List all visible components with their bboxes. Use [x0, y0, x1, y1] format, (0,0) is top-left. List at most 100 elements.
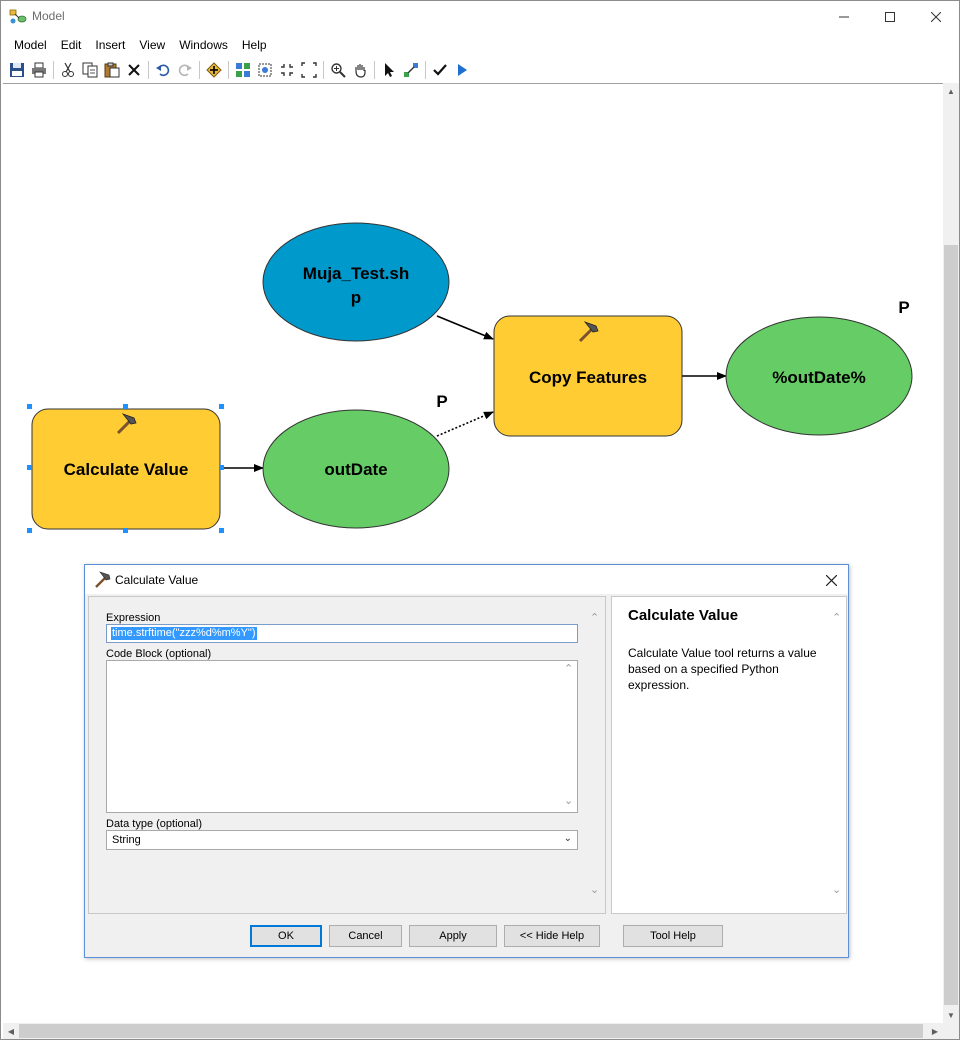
dialog-title-bar: Calculate Value: [85, 565, 848, 594]
scroll-down-icon[interactable]: ⌄: [832, 884, 842, 896]
paste-button[interactable]: [101, 59, 123, 81]
scroll-right-icon[interactable]: ▶: [931, 1026, 939, 1036]
model-diagram: Muja_Test.sh p Copy Features %outDate% P: [27, 222, 913, 533]
select-icon: [385, 63, 394, 77]
dialog-close-button[interactable]: [821, 570, 841, 590]
code-block-scrollbar[interactable]: ⌃ ⌄: [561, 661, 577, 812]
print-button[interactable]: [28, 59, 50, 81]
pan-icon: [355, 64, 366, 78]
menu-windows[interactable]: Windows: [179, 38, 228, 52]
menu-insert[interactable]: Insert: [95, 38, 126, 52]
data-type-label: Data type (optional): [106, 818, 202, 830]
run-icon: [458, 64, 467, 76]
out-date-label: outDate: [324, 460, 387, 479]
validate-button[interactable]: [429, 59, 451, 81]
menu-help[interactable]: Help: [241, 38, 267, 52]
scrollbar-corner: [943, 1023, 959, 1039]
parameter-marker: P: [436, 392, 447, 411]
scroll-down-icon[interactable]: ⌄: [564, 795, 574, 807]
full-extent-button[interactable]: [254, 59, 276, 81]
scroll-down-icon[interactable]: ▼: [947, 1010, 955, 1020]
copy-icon: [82, 62, 98, 78]
out-date-output-label: %outDate%: [772, 368, 866, 387]
maximize-icon: [885, 11, 895, 22]
cancel-button[interactable]: Cancel: [329, 925, 402, 947]
scroll-up-icon[interactable]: ⌃: [590, 612, 600, 624]
copy-button[interactable]: [79, 59, 101, 81]
title-bar: Model: [1, 1, 959, 32]
apply-button[interactable]: Apply: [409, 925, 497, 947]
fixed-zoom-out-icon: [301, 62, 317, 78]
ok-button[interactable]: OK: [250, 925, 322, 947]
maximize-button[interactable]: [867, 1, 913, 32]
fixed-zoom-in-icon: [281, 64, 293, 76]
full-extent-icon: [258, 63, 272, 77]
vertical-scroll-thumb[interactable]: [944, 245, 958, 1005]
tool-help-button[interactable]: Tool Help: [623, 925, 723, 947]
save-icon: [10, 63, 24, 77]
validate-icon: [433, 64, 447, 76]
minimize-button[interactable]: [821, 1, 867, 32]
pan-button[interactable]: [349, 59, 371, 81]
connector-muja-to-copy[interactable]: [436, 315, 494, 340]
out-date-element[interactable]: outDate: [262, 409, 450, 529]
calculate-value-label: Calculate Value: [64, 460, 189, 479]
chevron-down-icon: ⌄: [563, 833, 572, 844]
fixed-zoom-out-button[interactable]: [298, 59, 320, 81]
scroll-up-icon[interactable]: ▲: [947, 86, 955, 96]
scroll-left-icon[interactable]: ◀: [7, 1026, 15, 1036]
horizontal-scrollbar[interactable]: ◀ ▶: [3, 1023, 943, 1039]
hammer-icon: [116, 413, 137, 435]
delete-icon: [128, 64, 140, 76]
select-button[interactable]: [378, 59, 400, 81]
parameters-scrollbar[interactable]: ⌃ ⌄: [588, 597, 605, 913]
out-date-output-element[interactable]: %outDate%: [725, 316, 913, 436]
auto-layout-button[interactable]: [232, 59, 254, 81]
menu-edit[interactable]: Edit: [60, 38, 82, 52]
connect-icon: [404, 63, 418, 77]
zoom-in-button[interactable]: [327, 59, 349, 81]
print-icon: [32, 62, 46, 78]
muja-test-shp-element[interactable]: Muja_Test.sh p: [262, 222, 450, 342]
help-scrollbar[interactable]: ⌃ ⌄: [830, 597, 847, 913]
undo-icon: [156, 64, 170, 77]
connector-outdate-to-copy[interactable]: [436, 411, 494, 437]
help-title: Calculate Value: [628, 607, 739, 624]
close-icon: [931, 11, 941, 22]
delete-button[interactable]: [123, 59, 145, 81]
muja-test-label-line1: Muja_Test.sh: [303, 264, 409, 283]
calculate-value-tool[interactable]: Calculate Value: [27, 404, 224, 533]
save-button[interactable]: [6, 59, 28, 81]
cut-button[interactable]: [57, 59, 79, 81]
close-icon: [825, 574, 837, 586]
hide-help-button[interactable]: << Hide Help: [504, 925, 600, 947]
expression-input[interactable]: time.strftime("zzz%d%m%Y"): [106, 624, 578, 643]
hammer-icon: [95, 571, 111, 588]
parameter-marker: P: [898, 298, 909, 317]
scroll-down-icon[interactable]: ⌄: [590, 884, 600, 896]
redo-icon: [178, 64, 192, 77]
scroll-up-icon[interactable]: ⌃: [832, 612, 842, 624]
copy-features-tool[interactable]: Copy Features: [493, 315, 683, 437]
toolbar: [1, 58, 959, 82]
data-type-select[interactable]: String ⌄: [106, 830, 578, 850]
toolbar-separator: [374, 61, 375, 79]
code-block-textarea[interactable]: ⌃ ⌄: [106, 660, 578, 813]
connect-button[interactable]: [400, 59, 422, 81]
vertical-scrollbar[interactable]: ▲ ▼: [943, 83, 959, 1023]
toolbar-separator: [53, 61, 54, 79]
scroll-up-icon[interactable]: ⌃: [564, 663, 574, 675]
toolbar-separator: [323, 61, 324, 79]
zoom-in-icon: [331, 63, 346, 78]
horizontal-scroll-thumb[interactable]: [19, 1024, 923, 1038]
run-button[interactable]: [451, 59, 473, 81]
menu-model[interactable]: Model: [14, 38, 47, 52]
close-button[interactable]: [913, 1, 959, 32]
redo-button[interactable]: [174, 59, 196, 81]
add-data-button[interactable]: [203, 59, 225, 81]
copy-features-label: Copy Features: [529, 368, 647, 387]
menu-view[interactable]: View: [139, 38, 166, 52]
undo-button[interactable]: [152, 59, 174, 81]
fixed-zoom-in-button[interactable]: [276, 59, 298, 81]
